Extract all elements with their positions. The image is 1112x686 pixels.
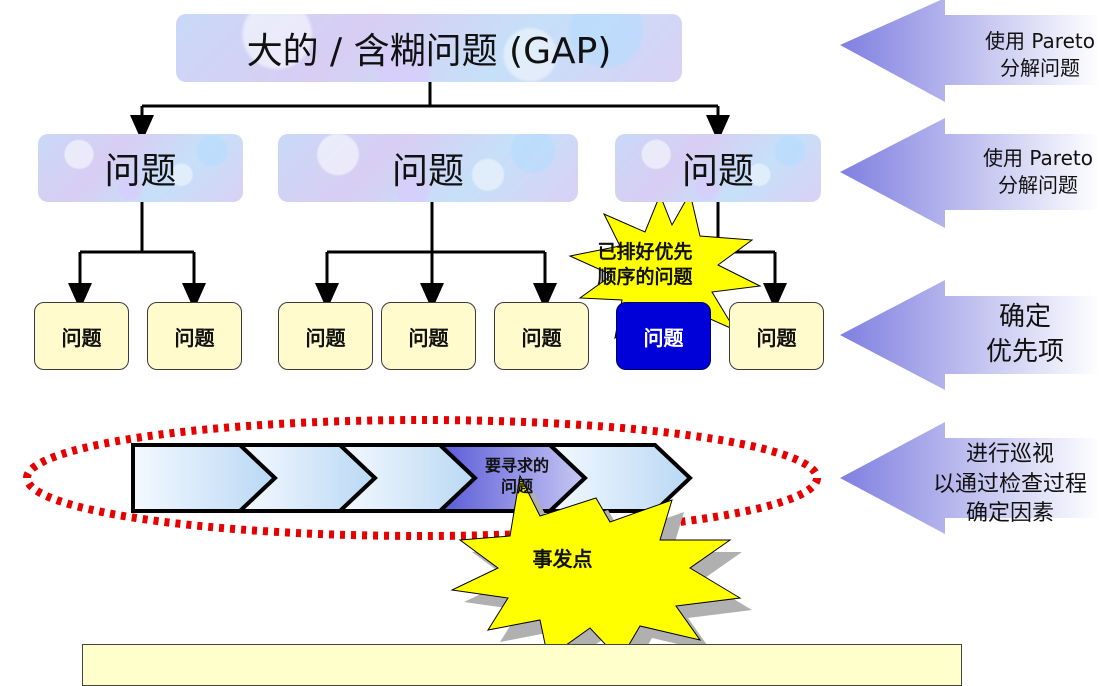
mid-problem-box-1: 问题 — [38, 134, 243, 202]
side-label-2-line2: 分解问题 — [998, 173, 1078, 197]
leaf-problem-7: 问题 — [729, 302, 824, 370]
side-label-1-line2: 分解问题 — [1000, 56, 1080, 80]
leaf-problem-label: 问题 — [305, 325, 346, 350]
event-burst-text: 事发点 — [515, 543, 610, 572]
leaf-problem-label: 问题 — [643, 325, 684, 350]
leaf-problem-label: 问题 — [408, 325, 449, 350]
bottom-note-box — [82, 644, 962, 686]
mid-problem-label: 问题 — [681, 151, 754, 192]
process-target-text: 要寻求的 问题 — [462, 456, 572, 498]
side-arrow-4 — [840, 422, 1100, 534]
side-label-1: 使用 Pareto 分解问题 — [970, 28, 1110, 82]
inspection-ellipse — [23, 416, 821, 540]
leaf-problem-label: 问题 — [174, 325, 215, 350]
side-label-3-line2: 优先项 — [985, 337, 1064, 368]
leaf-problem-label: 问题 — [756, 325, 797, 350]
side-label-4-line3: 确定因素 — [965, 501, 1054, 527]
top-gap-box: 大的 / 含糊问题 (GAP) — [176, 14, 682, 82]
side-label-4-line2: 以通过检查过程 — [932, 471, 1087, 497]
priority-burst-line2: 顺序的问题 — [597, 265, 693, 288]
event-burst-label: 事发点 — [532, 547, 593, 571]
side-label-2: 使用 Pareto 分解问题 — [968, 145, 1108, 199]
leaf-problem-2: 问题 — [147, 302, 242, 370]
mid-problem-label: 问题 — [104, 151, 177, 192]
leaf-problem-3: 问题 — [278, 302, 373, 370]
side-label-3: 确定 优先项 — [960, 300, 1090, 370]
mid-problem-box-2: 问题 — [278, 134, 578, 202]
side-arrow-1 — [840, 0, 1100, 102]
side-label-1-line1: 使用 Pareto — [985, 29, 1095, 53]
side-label-4-line1: 进行巡视 — [965, 442, 1054, 467]
side-label-2-line1: 使用 Pareto — [983, 146, 1093, 170]
leaf-problem-label: 问题 — [61, 325, 102, 350]
priority-burst — [568, 191, 762, 347]
connectors — [68, 82, 787, 310]
process-target-line2: 问题 — [500, 476, 533, 496]
side-label-4: 进行巡视 以通过检查过程 确定因素 — [912, 440, 1108, 529]
mid-problem-box-3: 问题 — [615, 134, 821, 202]
mid-problem-label: 问题 — [391, 151, 464, 192]
process-chevrons — [131, 443, 693, 513]
diagram-graphics — [23, 0, 1100, 647]
leaf-problem-1: 问题 — [34, 302, 129, 370]
side-label-3-line1: 确定 — [998, 302, 1051, 332]
process-target-line1: 要寻求的 — [484, 456, 549, 475]
leaf-problem-label: 问题 — [521, 325, 562, 350]
priority-burst-line1: 已排好优先 — [597, 241, 693, 263]
top-gap-label: 大的 / 含糊问题 (GAP) — [246, 31, 612, 72]
leaf-problem-5: 问题 — [494, 302, 589, 370]
leaf-problem-selected: 问题 — [616, 302, 711, 370]
side-arrow-2 — [840, 118, 1100, 228]
leaf-problem-4: 问题 — [381, 302, 476, 370]
side-arrow-3 — [840, 280, 1100, 390]
event-burst — [450, 474, 742, 647]
priority-burst-text: 已排好优先 顺序的问题 — [580, 240, 710, 289]
